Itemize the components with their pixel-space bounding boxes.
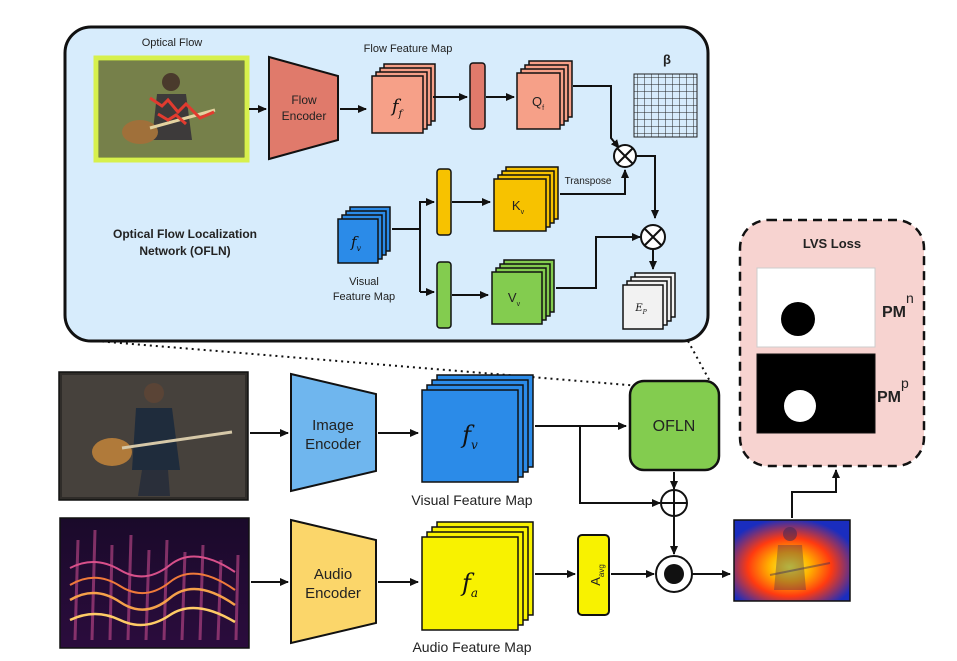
- audio-encoder-block: [290, 518, 377, 645]
- flow-conv-bar: [469, 62, 486, 130]
- kv-stack: [493, 166, 559, 232]
- dot-product-op: [655, 555, 693, 593]
- aavg-label: Aavg: [588, 564, 606, 586]
- arrow-heatmap-to-lvs: [791, 469, 840, 518]
- beta-label: β: [663, 52, 671, 67]
- fv-feature-stack: [421, 374, 534, 483]
- heatmap-output: [733, 519, 851, 602]
- flow-encoder-label-2: Encoder: [282, 109, 327, 123]
- input-image: [58, 371, 249, 501]
- network-title-1: Optical Flow Localization: [113, 227, 257, 241]
- spectrogram-image: [59, 517, 250, 649]
- optical-flow-image: [93, 55, 250, 163]
- pm-positive-map: [756, 353, 876, 434]
- optical-flow-label: Optical Flow: [142, 37, 203, 49]
- fv-skip-connection: [579, 426, 661, 507]
- audio-encoder-label-2: Encoder: [305, 585, 361, 602]
- lvs-loss-title: LVS Loss: [803, 236, 861, 251]
- pm-negative-map: [756, 267, 876, 348]
- zoom-line-left: [95, 340, 641, 387]
- qf-stack: [516, 60, 573, 130]
- image-encoder-label-1: Image: [312, 417, 354, 434]
- ofln-label: OFLN: [653, 418, 696, 435]
- beta-grid: [633, 73, 698, 138]
- transpose-label: Transpose: [565, 176, 612, 187]
- fa-feature-stack: [421, 521, 534, 631]
- visual-map-label-2: Feature Map: [333, 291, 395, 303]
- arrow-mult1-to-mult2: [636, 155, 659, 219]
- fv-small-stack: [337, 206, 391, 264]
- ofln-block: [628, 379, 721, 472]
- network-title-2: Network (OFLN): [139, 244, 230, 258]
- ep-stack: [622, 272, 676, 330]
- kv-label: Kv: [512, 198, 525, 216]
- multiply-op-2: [640, 224, 666, 250]
- arrow-kv-to-mult1: [560, 169, 629, 195]
- arrow-vv-to-mult2: [556, 233, 641, 289]
- pm-positive-label: PMp: [877, 375, 909, 406]
- ff-feature-stack: [371, 63, 436, 134]
- ep-label: EP: [634, 303, 647, 316]
- zoom-line-right: [687, 340, 713, 386]
- flow-encoder-label-1: Flow: [291, 93, 317, 107]
- audio-feature-map-label: Audio Feature Map: [412, 639, 531, 655]
- v-conv-bar: [436, 261, 452, 329]
- flow-encoder-block: [268, 55, 339, 161]
- audio-encoder-label-1: Audio: [314, 566, 352, 583]
- image-encoder-block: [290, 372, 377, 493]
- image-encoder-label-2: Encoder: [305, 436, 361, 453]
- flow-feature-map-label: Flow Feature Map: [364, 43, 453, 55]
- qf-label: Qf: [532, 94, 544, 112]
- multiply-op-1: [613, 144, 637, 168]
- vv-label: Vv: [508, 290, 521, 308]
- vv-stack: [491, 259, 555, 325]
- fv-small-label: fv: [350, 233, 362, 253]
- visual-feature-map-label: Visual Feature Map: [411, 492, 532, 508]
- pm-negative-label: PMn: [882, 290, 914, 321]
- k-conv-bar: [436, 168, 452, 236]
- add-op: [660, 489, 688, 517]
- aavg-block: [577, 534, 610, 616]
- visual-map-label-1: Visual: [349, 276, 379, 288]
- arrow-qf-to-mult1: [573, 85, 620, 149]
